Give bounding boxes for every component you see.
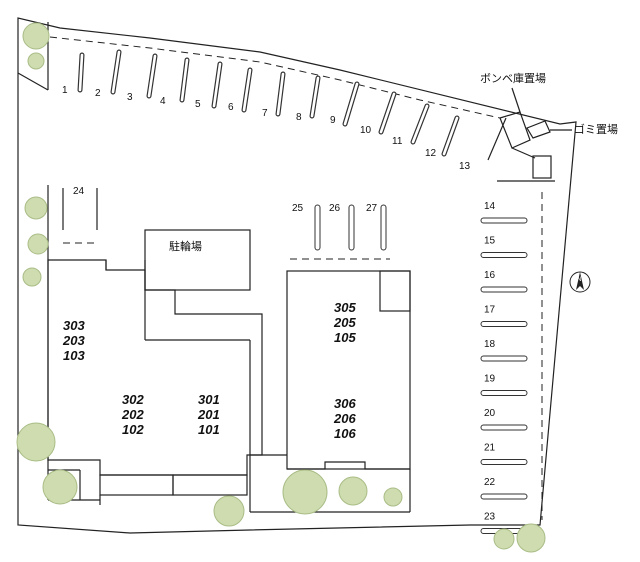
north-arrow: N bbox=[569, 271, 591, 293]
parking-slot-24: 24 bbox=[62, 186, 98, 244]
tree-icon bbox=[22, 267, 42, 287]
unit-203: 203 bbox=[62, 333, 85, 348]
unit-103: 103 bbox=[63, 348, 85, 363]
parking-slot-line-inner bbox=[242, 68, 252, 112]
tree-icon bbox=[16, 422, 56, 462]
unit-102: 102 bbox=[122, 422, 144, 437]
slot-label-3: 3 bbox=[127, 92, 133, 103]
east-building bbox=[249, 270, 411, 513]
parking-slot-line-inner bbox=[78, 53, 84, 92]
parking-slot-line-inner bbox=[343, 82, 359, 126]
unit-205: 205 bbox=[333, 315, 356, 330]
parking-right-column: 14 15 16 17 18 19 20 21 22 23 bbox=[480, 201, 528, 534]
parking-middle: 25 26 27 bbox=[290, 203, 390, 260]
unit-206: 206 bbox=[333, 411, 356, 426]
parking-slot-line bbox=[480, 459, 528, 465]
tree-icon bbox=[338, 476, 368, 506]
unit-301: 301 bbox=[198, 392, 220, 407]
parking-slot-line bbox=[480, 217, 528, 224]
unit-302: 302 bbox=[122, 392, 144, 407]
parking-slot-line-inner bbox=[180, 58, 189, 102]
gas-storage-label: ボンベ庫置場 bbox=[480, 71, 546, 85]
parking-slot-line bbox=[480, 252, 528, 258]
parking-slot-line-inner bbox=[379, 92, 396, 134]
slot-label-19: 19 bbox=[484, 374, 496, 385]
parking-slot-line bbox=[480, 390, 528, 396]
tree-icon bbox=[22, 22, 50, 50]
tree-icon bbox=[27, 52, 45, 70]
parking-slot-line bbox=[480, 424, 528, 431]
slot-label-14: 14 bbox=[484, 201, 496, 212]
slot-label-27: 27 bbox=[366, 203, 378, 214]
unit-101: 101 bbox=[198, 422, 220, 437]
trees bbox=[16, 22, 546, 553]
unit-303: 303 bbox=[63, 318, 85, 333]
tree-icon bbox=[27, 233, 49, 255]
slot-label-10: 10 bbox=[360, 125, 372, 136]
inner-boundary bbox=[17, 72, 49, 91]
tree-icon bbox=[42, 469, 78, 505]
slot-label-2: 2 bbox=[95, 88, 101, 99]
slot-label-1: 1 bbox=[62, 85, 68, 96]
slot-label-5: 5 bbox=[195, 99, 201, 110]
slot-label-16: 16 bbox=[484, 270, 496, 281]
unit-202: 202 bbox=[121, 407, 144, 422]
slot-label-17: 17 bbox=[484, 305, 496, 316]
slot-label-25: 25 bbox=[292, 203, 304, 214]
tree-icon bbox=[24, 196, 48, 220]
parking-slot-line-inner bbox=[111, 50, 121, 94]
slot-label-23: 23 bbox=[484, 512, 496, 523]
parking-slot-line bbox=[480, 493, 528, 500]
utility-area: ボンベ庫置場 ゴミ置場 bbox=[480, 71, 618, 179]
tree-icon bbox=[213, 495, 245, 527]
unit-306: 306 bbox=[334, 396, 356, 411]
west-building bbox=[47, 259, 263, 505]
slot-label-26: 26 bbox=[329, 203, 341, 214]
bike-parking-label: 駐輪場 bbox=[169, 239, 202, 253]
unit-105: 105 bbox=[334, 330, 356, 345]
parking-slot-line-inner bbox=[212, 62, 222, 108]
parking-slot-line-inner bbox=[276, 72, 285, 116]
slot-label-18: 18 bbox=[484, 339, 496, 350]
unit-labels: 303 203 103 302 202 102 301 201 101 305 … bbox=[62, 300, 356, 441]
garbage-label: ゴミ置場 bbox=[574, 122, 618, 136]
parking-slot-line bbox=[480, 321, 528, 327]
north-arrow-icon bbox=[576, 272, 584, 290]
tree-icon bbox=[493, 528, 515, 550]
unit-305: 305 bbox=[334, 300, 356, 315]
unit-106: 106 bbox=[334, 426, 356, 441]
slot-label-6: 6 bbox=[228, 102, 234, 113]
tree-icon bbox=[383, 487, 403, 507]
slot-label-4: 4 bbox=[160, 96, 166, 107]
parking-slot-line bbox=[480, 286, 528, 293]
parking-slot-line-inner bbox=[411, 104, 429, 144]
slot-label-24: 24 bbox=[73, 186, 85, 197]
bike-parking: 駐輪場 bbox=[144, 229, 251, 291]
tree-icon bbox=[516, 523, 546, 553]
slot-label-11: 11 bbox=[392, 136, 403, 147]
lane-line-top bbox=[49, 36, 501, 119]
slot-label-12: 12 bbox=[425, 148, 437, 159]
slot-label-20: 20 bbox=[484, 408, 496, 419]
parking-slot-line-inner bbox=[310, 76, 320, 118]
site-boundary bbox=[17, 17, 577, 534]
slot-label-7: 7 bbox=[262, 108, 268, 119]
parking-slot-line bbox=[480, 355, 528, 362]
slot-label-13: 13 bbox=[459, 161, 471, 172]
slot-label-22: 22 bbox=[484, 477, 496, 488]
slot-label-15: 15 bbox=[484, 236, 496, 247]
slot-label-9: 9 bbox=[330, 115, 336, 126]
parking-slot-line-inner bbox=[442, 116, 459, 156]
slot-label-8: 8 bbox=[296, 112, 302, 123]
north-label: N bbox=[577, 277, 581, 283]
tree-icon bbox=[282, 469, 328, 515]
slot-label-21: 21 bbox=[484, 443, 496, 454]
parking-slot-line-inner bbox=[147, 54, 157, 98]
unit-201: 201 bbox=[197, 407, 220, 422]
